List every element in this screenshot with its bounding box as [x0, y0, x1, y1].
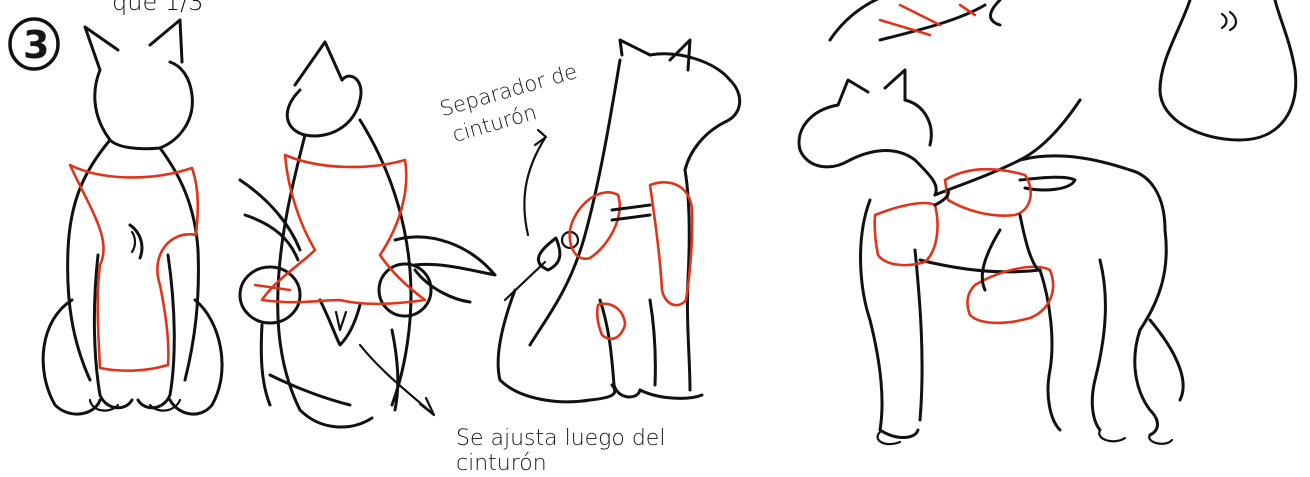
- separador-arrow: [523, 136, 547, 237]
- harness-standing-belly: [966, 265, 1055, 325]
- step-number-badge: 3: [8, 17, 60, 71]
- dog-side-view: [496, 38, 741, 404]
- harness-side-chest: [568, 191, 621, 261]
- cut-off-top-text: que 1/3: [112, 0, 203, 16]
- dog-top-view: [238, 40, 497, 429]
- harness-standing-chest: [873, 201, 939, 267]
- label-separador: Separador de cinturón: [437, 59, 580, 147]
- harness-top: [260, 153, 427, 306]
- harness-standing-back: [943, 167, 1033, 217]
- harness-side-back: [648, 181, 694, 307]
- harness-side-belly: [595, 302, 627, 341]
- dog-front-view: [41, 18, 224, 416]
- ajusta-line2: cinturón: [456, 451, 547, 473]
- dog-side-standing: [797, 0, 1298, 446]
- step-number: 3: [23, 23, 49, 67]
- harness-front: [68, 163, 200, 372]
- ajusta-line1: Se ajusta luego del: [456, 426, 665, 451]
